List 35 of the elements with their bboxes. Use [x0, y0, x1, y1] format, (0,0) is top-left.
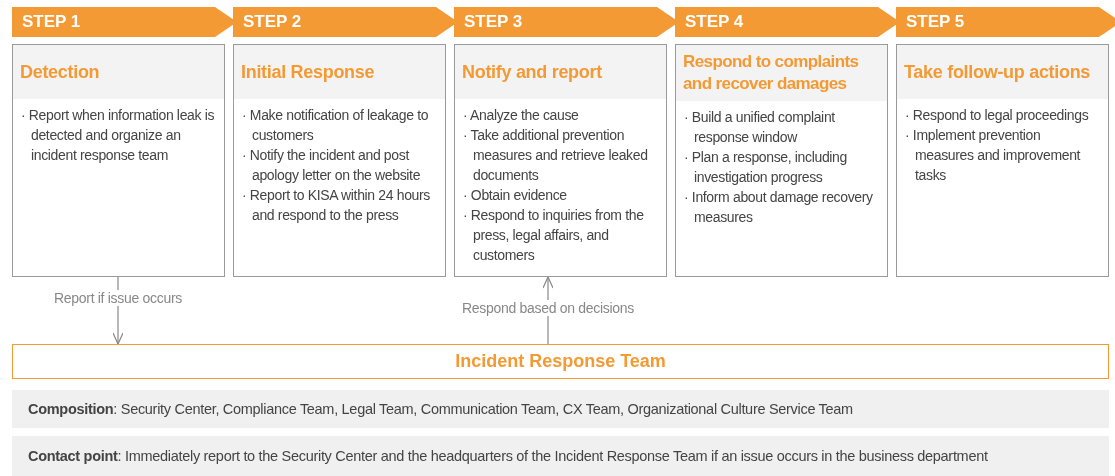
bullet-item: · Notify the incident and post apology letter on the website	[242, 146, 422, 185]
info-text: Contact point: Immediately report to the Security Center and the headquarters of the Incident Response Team if an issue occurs in the business department	[28, 448, 988, 464]
step-card	[896, 44, 1109, 277]
step-heading: Detection	[20, 61, 100, 83]
step-card	[12, 44, 225, 277]
step-card	[454, 44, 667, 277]
bullet-item: · Take additional prevention measures and retrieve leaked documents	[463, 126, 649, 185]
step-heading: Respond to complaints and recover damages	[683, 51, 860, 95]
step-label: STEP 2	[243, 12, 302, 32]
step-heading: Initial Response	[241, 61, 375, 83]
bullet-item: · Respond to legal proceedings	[905, 106, 1090, 125]
step-card	[675, 44, 888, 277]
step-label: STEP 4	[685, 12, 744, 32]
step-label: STEP 1	[22, 12, 81, 32]
bullet-item: · Report when information leak is detected and organize an incident response team	[21, 106, 216, 165]
bullet-item: · Inform about damage recovery measures	[684, 188, 874, 227]
step-label: STEP 5	[906, 12, 965, 32]
bullet-item: · Build a unified complaint response window	[684, 108, 836, 147]
bullet-item: · Report to KISA within 24 hours and respond to the press	[242, 186, 431, 225]
step-label: STEP 3	[464, 12, 523, 32]
bullet-item: · Obtain evidence	[463, 186, 568, 205]
bullet-item: · Make notification of leakage to customers	[242, 106, 430, 145]
step-banner	[896, 7, 1115, 37]
bullet-item: · Analyze the cause	[463, 106, 580, 125]
bullet-item: · Implement prevention measures and improvement tasks	[905, 126, 1082, 185]
step-heading: Notify and report	[462, 61, 602, 83]
bullet-item: · Plan a response, including investigation progress	[684, 148, 848, 187]
team-box	[12, 344, 1109, 379]
edge-label: Report if issue occurs	[52, 290, 184, 306]
edge-label: Respond based on decisions	[460, 300, 636, 316]
info-text: Composition: Security Center, Compliance Team, Legal Team, Communication Team, CX Team, Organizational Culture Service Team	[28, 401, 853, 417]
team-title: Incident Response Team	[455, 351, 666, 372]
step-heading: Take follow-up actions	[904, 61, 1091, 83]
bullet-item: · Respond to inquiries from the press, legal affairs, and customers	[463, 206, 645, 265]
step-card	[233, 44, 446, 277]
